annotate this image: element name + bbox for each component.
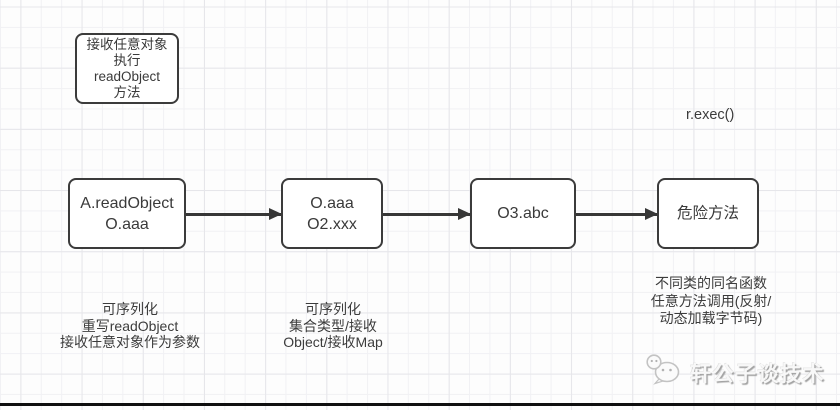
arrow-node3-to-node4 — [576, 213, 657, 216]
flow-node-o3-abc: O3.abc — [470, 178, 576, 249]
arrow-node2-to-node3 — [383, 213, 470, 216]
note-box-line: readObject — [93, 68, 161, 84]
node-label-line: O.aaa — [105, 215, 149, 233]
node-label-line: 危险方法 — [676, 205, 739, 222]
watermark-text: 轩公子谈技术 — [690, 362, 825, 386]
note-box-line: 方法 — [113, 84, 141, 100]
note-box-line: 执行 — [113, 52, 141, 68]
annotation-line: 集合类型/接收 — [289, 317, 377, 334]
annotation-line: 接收任意对象作为参数 — [60, 334, 200, 350]
exec-label: r.exec() — [686, 107, 735, 123]
annotation-line: Object/接收Map — [283, 334, 383, 350]
flow-node-o-aaa: O.aaa O2.xxx — [281, 178, 383, 249]
node-label-line: O.aaa — [310, 194, 354, 212]
annotation-node1: 可序列化 重写readObject 接收任意对象作为参数 — [35, 301, 225, 351]
note-box: 接收任意对象 执行 readObject 方法 — [75, 33, 179, 104]
annotation-line: 不同类的同名函数 — [655, 275, 767, 291]
wechat-icon — [645, 354, 683, 391]
bottom-divider — [0, 403, 840, 406]
node-label-line: A.readObject — [80, 194, 174, 212]
flow-node-dangerous-method: 危险方法 — [657, 178, 759, 249]
annotation-line: 可序列化 — [305, 301, 361, 317]
node-label-line: O2.xxx — [307, 215, 357, 233]
note-box-line: 接收任意对象 — [86, 36, 168, 52]
node-label-line: O3.abc — [497, 205, 549, 222]
annotation-node4: 不同类的同名函数 任意方法调用(反射/ 动态加载字节码) — [618, 275, 804, 328]
flow-node-a-readobject: A.readObject O.aaa — [68, 178, 186, 249]
arrow-node1-to-node2 — [186, 213, 281, 216]
watermark: 轩公子谈技术 — [645, 354, 825, 391]
annotation-line: 动态加载字节码) — [659, 310, 763, 326]
annotation-line: 重写readObject — [81, 317, 179, 334]
annotation-node2: 可序列化 集合类型/接收 Object/接收Map — [248, 301, 418, 351]
annotation-line: 任意方法调用(反射/ — [650, 292, 772, 309]
annotation-line: 可序列化 — [102, 301, 158, 317]
